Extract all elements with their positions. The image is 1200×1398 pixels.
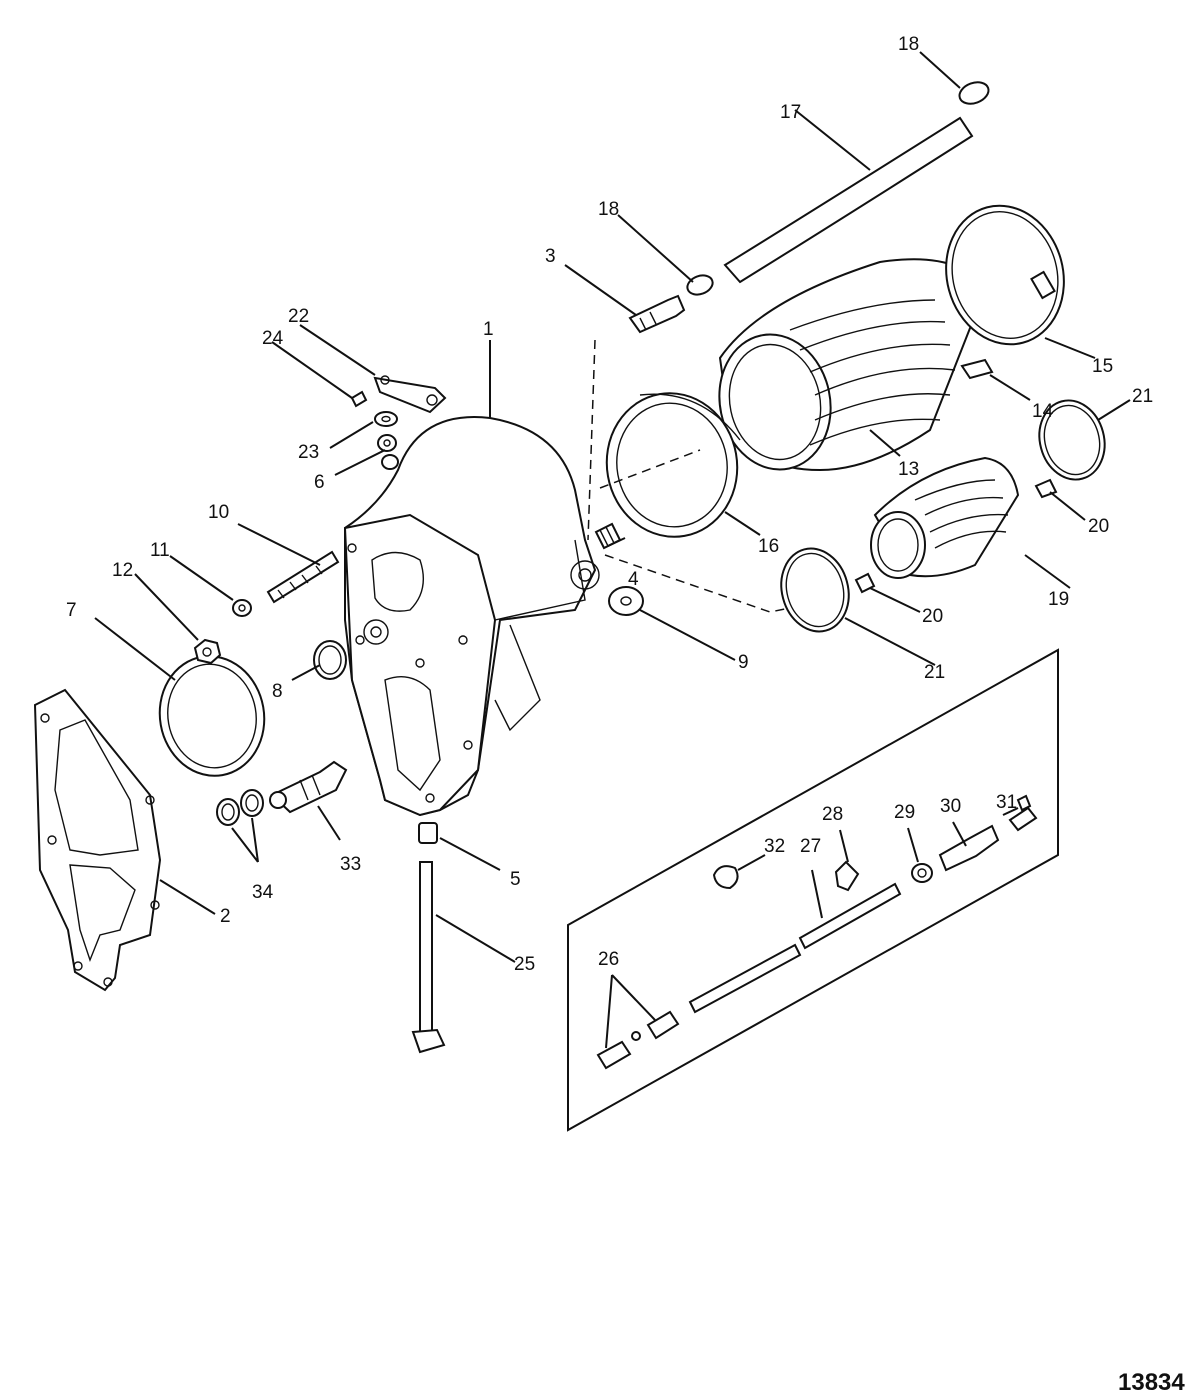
callout-9: 9 [738,652,749,673]
callout-18-lower: 18 [598,199,619,220]
callout-10: 10 [208,502,229,523]
callout-3: 3 [545,246,556,267]
clamp-tab-lower [854,572,876,594]
hose-clamp-top [958,81,990,105]
alignment-line-ring [599,449,701,489]
callout-8: 8 [272,681,283,702]
inset-panel [567,648,1059,1132]
bellows-clamp-large [945,204,1065,346]
callout-11: 11 [150,540,170,561]
callout-24: 24 [262,328,284,349]
callout-25: 25 [514,954,535,975]
callout-19: 19 [1048,589,1069,610]
small-o-ring [313,640,347,680]
u-joint-bellows [870,456,1020,579]
exhaust-bellows [718,258,987,472]
callout-20-upper: 20 [1088,516,1109,537]
callout-26: 26 [598,949,619,970]
alignment-line-lower [604,554,791,613]
callout-16: 16 [758,536,779,557]
inset-tee-fitting [1008,794,1038,832]
set-screw [350,390,368,408]
exhaust-hose [723,116,974,284]
gasket [33,688,162,992]
inset-hose-short [688,943,802,1014]
seals [216,789,264,826]
thrust-washer [608,586,644,616]
inset-clamp-ring [911,863,933,883]
inset-hose-clamp [712,865,739,890]
stud [266,550,340,604]
large-o-ring [158,655,266,777]
callout-27: 27 [800,836,821,857]
gimbal-housing [343,416,600,817]
callout-5: 5 [510,869,521,890]
callout-23: 23 [298,442,319,463]
u-joint-clamp-upper [1038,399,1106,481]
callout-2: 2 [220,906,231,927]
callout-22: 22 [288,306,309,327]
callout-14: 14 [1032,401,1054,422]
bushing [377,434,397,452]
inset-elbow-fitting [834,860,860,892]
bracket [373,375,447,414]
leader-lines [94,51,1131,1049]
inset-hose-long [798,882,902,950]
hose-fitting [628,294,686,334]
plug [594,522,622,550]
callout-7: 7 [66,600,77,621]
callout-30: 30 [940,796,961,817]
callout-13: 13 [898,459,919,480]
inset-fittings [596,1010,680,1070]
u-joint-clamp-lower [780,547,850,633]
callout-18-upper: 18 [898,34,919,55]
nut [193,638,222,665]
alignment-line-upper [587,339,596,541]
callout-12: 12 [112,560,133,581]
callout-15: 15 [1092,356,1113,377]
callout-28: 28 [822,804,843,825]
callout-32: 32 [764,836,785,857]
callout-33: 33 [340,854,361,875]
bellows-tab [960,358,994,380]
callout-21-lower: 21 [924,662,945,683]
callout-21-upper: 21 [1132,386,1153,407]
shift-valve [269,760,348,814]
callout-34: 34 [252,882,274,903]
callout-17: 17 [780,102,801,123]
callout-1: 1 [483,319,494,340]
hose-clamp-small [686,274,714,296]
flat-washer [374,411,398,427]
tube-bushing [418,822,438,844]
callout-29: 29 [894,802,915,823]
drawing-number: 13834 [1118,1369,1185,1396]
callout-6: 6 [314,472,325,493]
callout-4: 4 [628,569,639,590]
inner-exhaust-ring [605,392,741,538]
water-tube [411,861,446,1054]
inset-connector [938,824,1000,872]
washer [232,599,252,617]
callout-31: 31 [996,792,1017,813]
callout-20-lower: 20 [922,606,943,627]
